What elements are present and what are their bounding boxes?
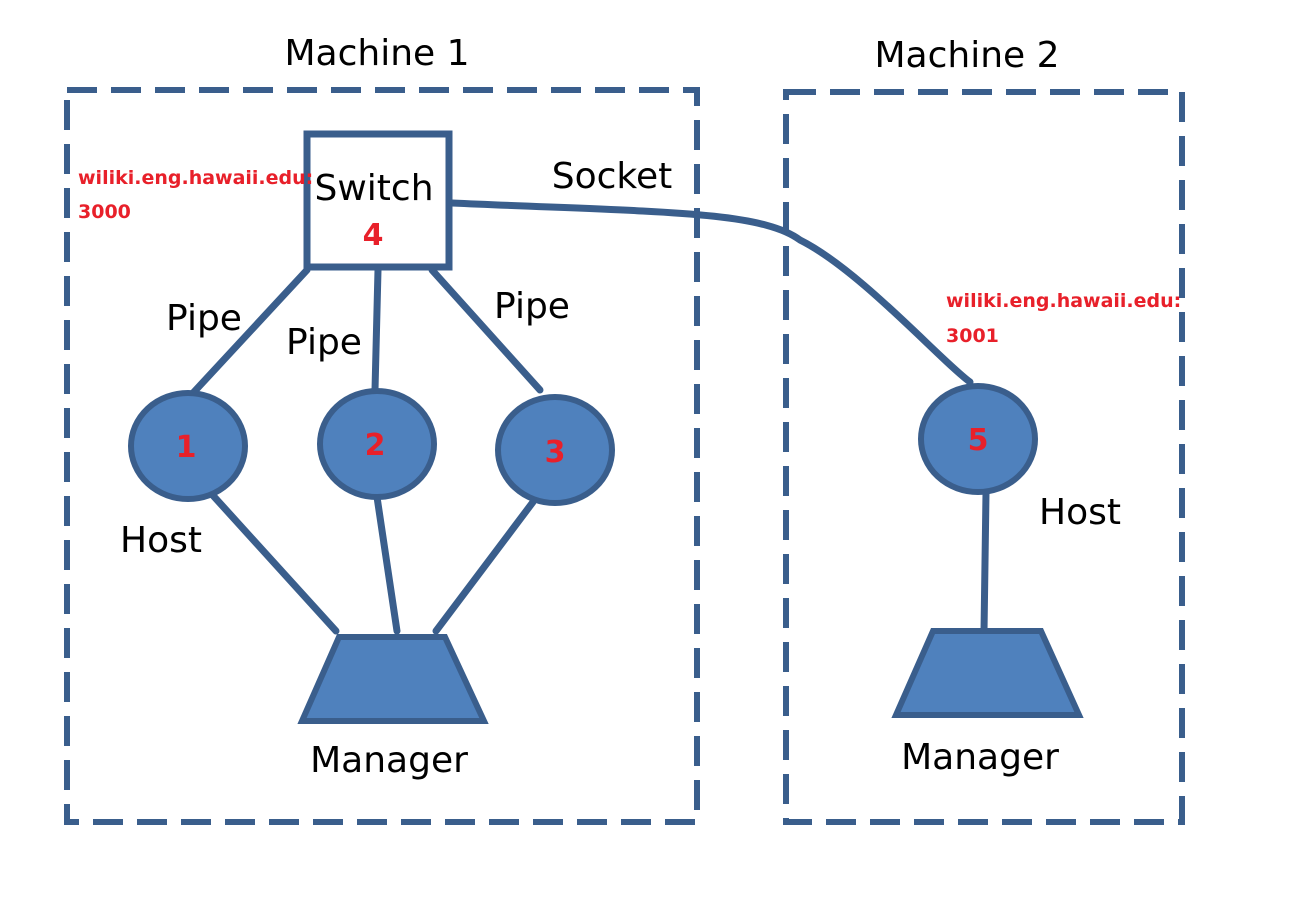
switch-node: Switch 4: [303, 130, 453, 271]
host-label-machine-1: Host: [120, 520, 202, 561]
host-5-manager-link: [980, 489, 990, 636]
host-2-manager-link: [373, 493, 401, 635]
pipe-label-3: Pipe: [494, 286, 570, 327]
host-2-circle: [317, 388, 437, 500]
host-5-node: 5: [918, 383, 1038, 495]
host-2-number: 2: [365, 428, 386, 463]
host-1-manager-link: [204, 486, 340, 635]
host-3-node: 3: [495, 394, 615, 506]
pipe-link-3: [428, 266, 544, 394]
manager-label-2: Manager: [901, 737, 1059, 778]
machine-1-boundary: [64, 87, 700, 825]
manager-1-shape: [297, 634, 489, 724]
pipe-label-1: Pipe: [166, 298, 242, 339]
host-1-node: 1: [128, 390, 248, 502]
socket-link: [448, 199, 974, 386]
host-3-number: 3: [545, 435, 566, 470]
pipe-link-2: [371, 266, 382, 394]
address-1-host: wiliki.eng.hawaii.edu:: [78, 167, 313, 189]
host-3-manager-link: [432, 498, 537, 635]
host-1-number: 1: [176, 430, 197, 465]
address-2-port: 3001: [946, 325, 999, 347]
pipe-label-2: Pipe: [286, 322, 362, 363]
host-1-circle: [128, 390, 248, 502]
manager-2-shape: [891, 628, 1084, 718]
machine-1-title: Machine 1: [284, 33, 469, 74]
pipe-link-1: [189, 266, 311, 397]
host-3-circle: [495, 394, 615, 506]
switch-box: [303, 130, 453, 271]
machine-2-title: Machine 2: [874, 35, 1059, 76]
host-label-machine-2: Host: [1039, 492, 1121, 533]
address-1-port: 3000: [78, 201, 131, 223]
switch-label: Switch: [314, 168, 433, 209]
host-5-number: 5: [968, 423, 989, 458]
host-5-circle: [918, 383, 1038, 495]
manager-label-1: Manager: [310, 740, 468, 781]
address-2-host: wiliki.eng.hawaii.edu:: [946, 290, 1181, 312]
switch-number: 4: [363, 218, 384, 253]
socket-label: Socket: [552, 156, 673, 197]
host-2-node: 2: [317, 388, 437, 500]
machine-2-boundary: [783, 89, 1185, 825]
